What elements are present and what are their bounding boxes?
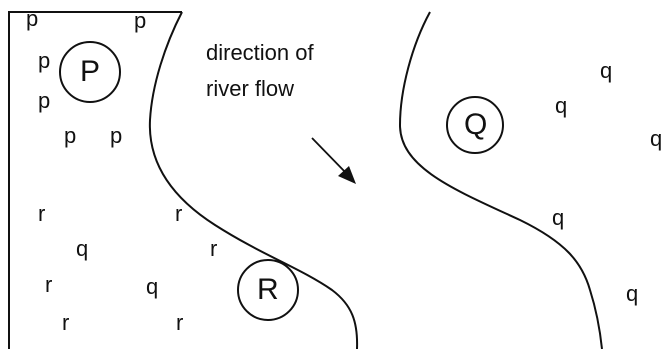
caption-line-2: river flow [206,76,295,101]
symbol-p: p [134,8,147,33]
symbol-r: r [176,310,184,335]
river-bank-right [398,11,603,349]
symbol-q: q [600,58,613,83]
symbol-r: r [210,236,218,261]
settlement-r-circle [237,259,299,321]
settlement-q-circle [446,96,504,154]
symbol-q: q [555,93,568,118]
symbol-p: p [38,48,51,73]
symbol-r: r [38,201,46,226]
symbol-r: r [62,310,70,335]
symbol-p: p [110,123,123,148]
symbol-p: p [38,88,51,113]
frame-left-border [8,11,182,349]
settlement-q-label: Q [464,108,488,141]
symbol-p: p [64,123,77,148]
symbol-r: r [175,201,183,226]
symbol-q: q [76,236,89,261]
symbol-p: p [26,6,39,31]
symbol-q: q [626,281,639,306]
settlement-p-circle [59,41,121,103]
river-bank-left [148,11,359,349]
symbol-q: q [552,205,565,230]
caption-line-1: direction of [206,40,314,65]
settlement-p-label: P [80,55,101,88]
symbol-q: q [146,274,159,299]
symbol-q: q [650,126,663,151]
flow-arrow-icon [311,137,356,184]
symbol-r: r [45,272,53,297]
settlement-r-label: R [257,273,279,306]
